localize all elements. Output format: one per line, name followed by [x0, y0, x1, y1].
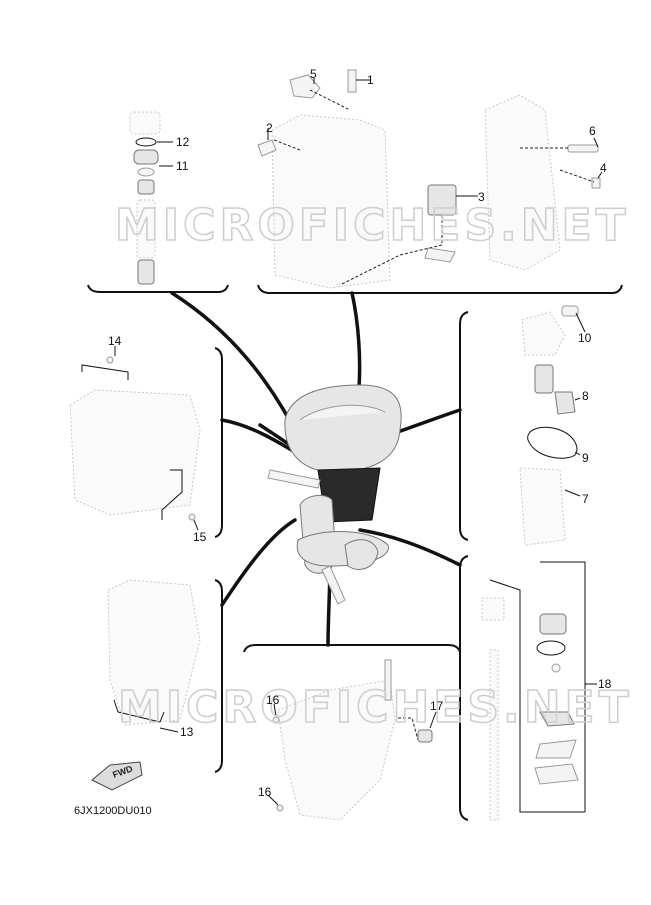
callout-18: 18	[598, 677, 612, 691]
part-14-bolt	[106, 356, 114, 364]
group-left-low	[107, 579, 201, 733]
callout-13: 13	[180, 725, 194, 739]
callout-1: 1	[367, 73, 374, 87]
callout-4: 4	[600, 161, 607, 175]
callout-5: 5	[310, 67, 317, 81]
callout-7: 7	[582, 492, 589, 506]
group-right-mid	[519, 305, 586, 546]
leader-engine-left-low	[220, 518, 297, 607]
part-11-part	[133, 149, 159, 165]
diagram-code: 6JX1200DU010	[74, 805, 152, 817]
bracket-right-mid	[459, 311, 469, 541]
bracket-top-left	[87, 284, 229, 293]
fwd-arrow: FWD	[91, 761, 143, 791]
part-12-o-ring	[135, 137, 157, 147]
bracket-top-center	[257, 284, 623, 294]
watermark-top: MICROFICHES.NET	[115, 200, 630, 251]
callout-16-upper: 16	[266, 693, 280, 707]
callout-3: 3	[478, 190, 485, 204]
group-left-mid	[69, 346, 201, 531]
part-1-plug	[347, 69, 357, 93]
callout-16-lower: 16	[258, 785, 272, 799]
group-top-left	[129, 111, 173, 285]
leader-engine-top-center	[350, 291, 362, 402]
part-4-bolt	[591, 177, 601, 189]
part-6-sender	[567, 144, 599, 153]
callout-6: 6	[589, 124, 596, 138]
group-top-center	[257, 69, 603, 289]
group-right-low	[481, 561, 597, 821]
part-15-bolt	[188, 513, 196, 521]
outboard-engine	[267, 384, 402, 605]
part-13-hose	[113, 699, 165, 723]
part-16-lower	[276, 804, 284, 812]
part-8-gasket	[554, 391, 576, 415]
callout-9: 9	[582, 451, 589, 465]
callout-11: 11	[176, 159, 189, 173]
bracket-left-low	[214, 579, 223, 773]
callout-14: 14	[108, 334, 122, 348]
part-17-anode	[417, 729, 433, 743]
part-2-sensor	[257, 139, 277, 157]
callout-10: 10	[578, 331, 592, 345]
group-bottom-center	[267, 659, 437, 821]
watermark-bottom: MICROFICHES.NET	[118, 682, 633, 733]
part-10-clamp	[561, 305, 579, 317]
part-18-impeller	[539, 711, 575, 727]
callout-8: 8	[582, 389, 589, 403]
bracket-left-mid	[214, 347, 223, 538]
callout-17: 17	[430, 699, 444, 713]
part-16-upper	[272, 716, 280, 724]
bracket-right-low	[459, 555, 469, 821]
callout-12: 12	[176, 135, 190, 149]
part-18-housing	[539, 613, 567, 635]
callout-2: 2	[266, 121, 273, 135]
callout-15: 15	[193, 530, 207, 544]
bracket-bottom-center	[243, 644, 461, 653]
part-9-gasket	[527, 426, 578, 459]
leader-engine-right-low	[358, 528, 462, 567]
